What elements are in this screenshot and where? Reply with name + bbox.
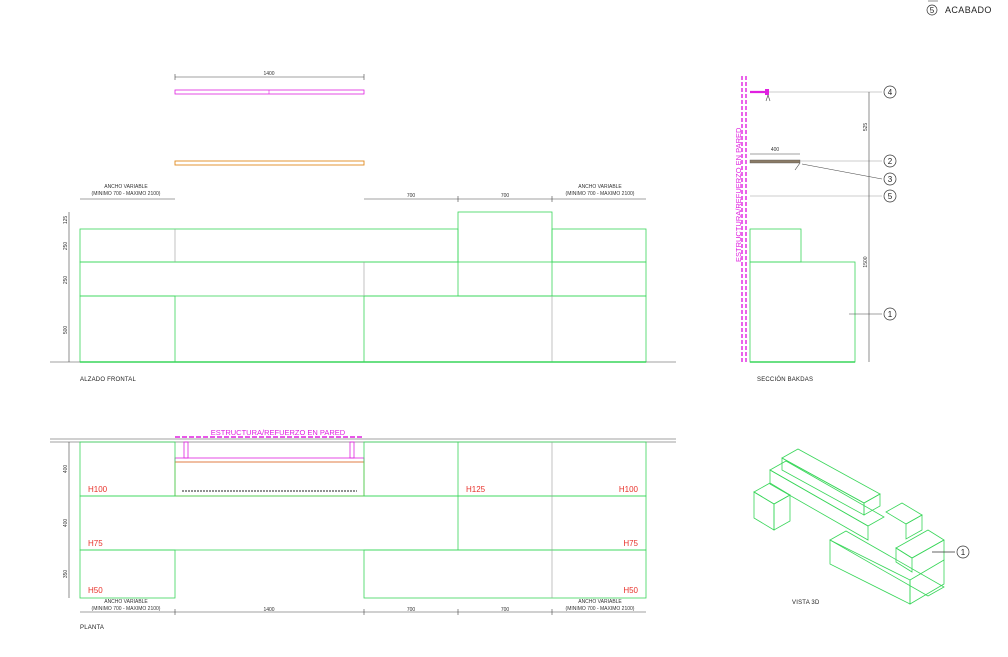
svg-text:2: 2 — [888, 157, 893, 166]
elev-ancho-right-2: (MINIMO 700 - MAXIMO 2100) — [566, 191, 635, 197]
plan-h100-left: H100 — [88, 485, 108, 494]
plan-caption: PLANTA — [80, 625, 104, 631]
plan-v-400-a: 400 — [63, 465, 69, 474]
view-3d — [753, 448, 955, 605]
elev-ancho-left-1: ANCHO VARIABLE — [104, 184, 148, 190]
elev-v-125: 125 — [63, 216, 69, 225]
svg-text:4: 4 — [888, 88, 893, 97]
elev-v-250-a: 250 — [63, 242, 69, 251]
elev-caption: ALZADO FRONTAL — [80, 377, 136, 383]
section-counter — [749, 261, 856, 363]
svg-text:3: 3 — [888, 175, 893, 184]
elev-dim-700-a: 700 — [407, 193, 416, 199]
plan-dim-700-a: 700 — [407, 607, 416, 613]
section-wall-label: ESTRUCTURA/REFUERZO EN PARED — [734, 127, 743, 262]
section-dim-525: 525 — [863, 123, 869, 132]
plan-dim-700-b: 700 — [501, 607, 510, 613]
plan-wall-label: ESTRUCTURA/REFUERZO EN PARED — [211, 428, 346, 437]
plan-h100-right: H100 — [619, 485, 639, 494]
legend-label: ACABADO — [945, 5, 992, 15]
svg-text:1: 1 — [961, 548, 966, 557]
svg-text:5: 5 — [888, 192, 893, 201]
elev-module-top-left — [79, 228, 459, 263]
elev-dim-700-b: 700 — [501, 193, 510, 199]
view3d-callout-1 — [956, 545, 970, 559]
callout-3 — [883, 172, 897, 186]
callout-4 — [883, 85, 897, 99]
elev-module-tall — [457, 211, 553, 297]
elev-ancho-right-1: ANCHO VARIABLE — [578, 184, 622, 190]
callout-1 — [883, 307, 897, 321]
plan-h50-left: H50 — [88, 586, 103, 595]
section-view: ESTRUCTURA/REFUERZO EN PARED 400 525 150… — [734, 76, 897, 383]
plan-v-350: 350 — [63, 570, 69, 579]
plan-v-400-b: 400 — [63, 519, 69, 528]
elev-module-base-right — [363, 295, 647, 363]
plan-ancho-right-2: (MINIMO 700 - MAXIMO 2100) — [566, 606, 635, 612]
section-caption: SECCIÓN BAKDAS — [757, 376, 813, 383]
plan-h125: H125 — [466, 485, 486, 494]
legend: 5 ACABADO — [926, 0, 992, 16]
legend-number: 5 — [930, 6, 935, 15]
plan-ancho-right-1: ANCHO VARIABLE — [578, 599, 622, 605]
elev-v-500: 500 — [63, 326, 69, 335]
elev-magenta-shelf — [174, 89, 365, 95]
plan-ancho-left-2: (MINIMO 700 - MAXIMO 2100) — [92, 606, 161, 612]
svg-text:1: 1 — [888, 310, 893, 319]
front-elevation: 1400 ANCHO VARIABLE (MINIMO 700 - MAXIMO… — [50, 71, 676, 383]
legend-bubble — [926, 4, 938, 16]
elev-ancho-left-2: (MINIMO 700 - MAXIMO 2100) — [92, 191, 161, 197]
elev-orange-shelf — [174, 160, 365, 166]
section-shelf — [749, 159, 801, 164]
elev-v-250-b: 250 — [63, 276, 69, 285]
elev-top-dim: 1400 — [263, 71, 274, 77]
section-dim-400: 400 — [771, 147, 780, 153]
callout-2 — [883, 154, 897, 168]
callout-5 — [883, 189, 897, 203]
plan-h75-left: H75 — [88, 539, 103, 548]
plan-ancho-left-1: ANCHO VARIABLE — [104, 599, 148, 605]
plan-h50-right: H50 — [623, 586, 638, 595]
view3d-caption: VISTA 3D — [792, 600, 820, 606]
plan-h75-right: H75 — [623, 539, 638, 548]
plan-dim-1400: 1400 — [263, 607, 274, 613]
section-dim-1500: 1500 — [863, 256, 869, 267]
elev-module-base-left — [79, 295, 176, 363]
plan-view: ESTRUCTURA/REFUERZO EN PARED H100 H125 H… — [50, 428, 676, 631]
